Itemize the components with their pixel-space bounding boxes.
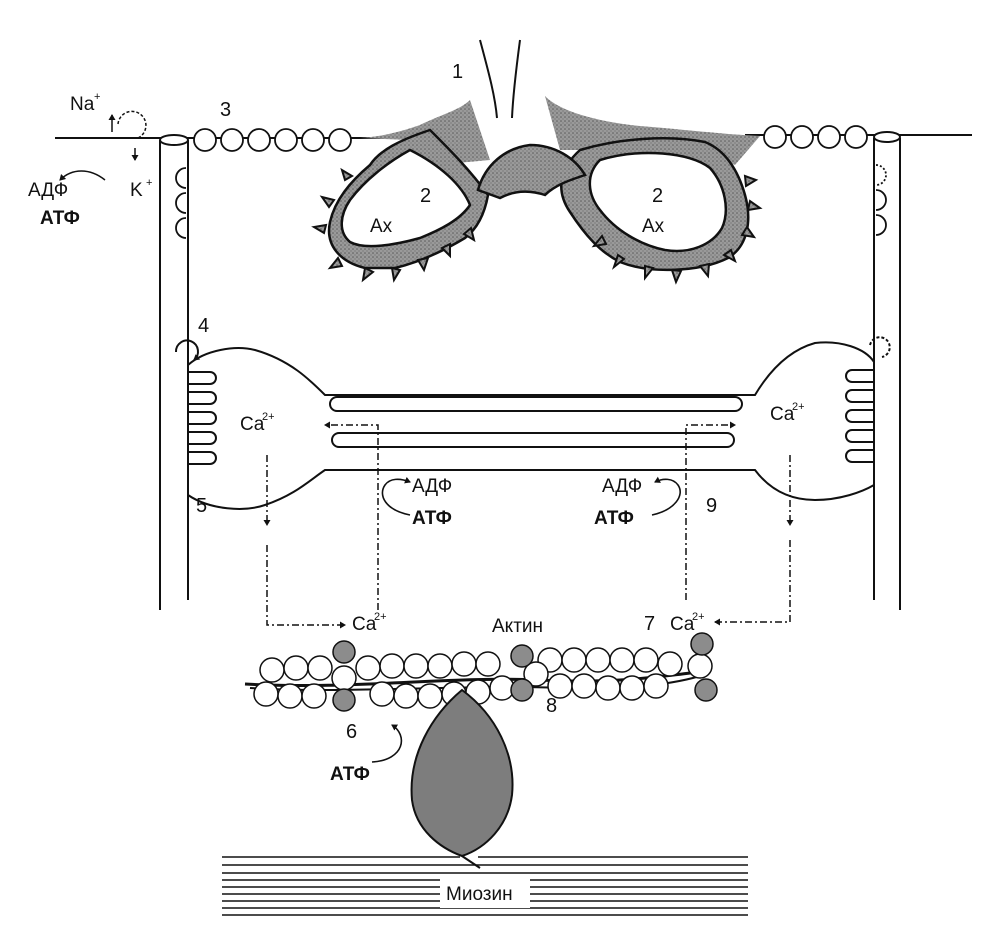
calcium-pathways: [263, 421, 794, 629]
label-ca-bottom-right: Ca: [670, 614, 695, 635]
label-1: 1: [452, 61, 463, 83]
na-k-pump-arrows: [59, 110, 147, 181]
label-na: Na: [70, 94, 95, 115]
label-adp-mid-right: АДФ: [602, 476, 642, 497]
label-k: K: [130, 180, 143, 201]
label-ca-bottom-left-sup: 2+: [374, 611, 387, 623]
label-adp-topleft: АДФ: [28, 180, 68, 201]
label-6: 6: [346, 721, 357, 743]
label-5: 5: [196, 495, 207, 517]
label-9: 9: [706, 495, 717, 517]
label-atp-topleft: АТФ: [40, 208, 80, 229]
label-atp-myosin: АТФ: [330, 764, 370, 785]
label-adp-mid-left: АДФ: [412, 476, 452, 497]
atp-cycle-arrows: [371, 476, 681, 763]
label-atp-mid-left: АТФ: [412, 508, 452, 529]
label-ca-bottom-right-sup: 2+: [692, 611, 705, 623]
label-2-right: 2: [652, 185, 663, 207]
nerve-terminal: [311, 39, 763, 285]
t-tubule-channels: [175, 164, 887, 239]
sodium-channels: [193, 125, 868, 152]
label-ca-left-sup: 2+: [262, 411, 275, 423]
label-ca-right-sup: 2+: [792, 401, 805, 413]
label-ca-bottom-left: Ca: [352, 614, 377, 635]
label-2-left: 2: [420, 185, 431, 207]
label-atp-mid-right: АТФ: [594, 508, 634, 529]
label-actin: Актин: [492, 616, 543, 637]
sarcoplasmic-reticulum: [174, 336, 891, 510]
label-ca-left: Ca: [240, 414, 265, 435]
label-4: 4: [198, 315, 209, 337]
label-k-sup: +: [146, 177, 152, 189]
label-ax-left: Ах: [370, 216, 393, 237]
label-ax-right: Ах: [642, 216, 665, 237]
myosin-head: [410, 688, 514, 869]
actin-filament: [244, 632, 718, 712]
label-ca-right: Ca: [770, 404, 795, 425]
label-7: 7: [644, 613, 655, 635]
label-na-sup: +: [94, 91, 100, 103]
label-8: 8: [546, 695, 557, 717]
label-3: 3: [220, 99, 231, 121]
label-myosin: Миозин: [446, 884, 513, 905]
labels: 1 2 2 Ах Ах 3 4 5 6 7 8 9 Na + K + АДФ А…: [28, 61, 805, 908]
